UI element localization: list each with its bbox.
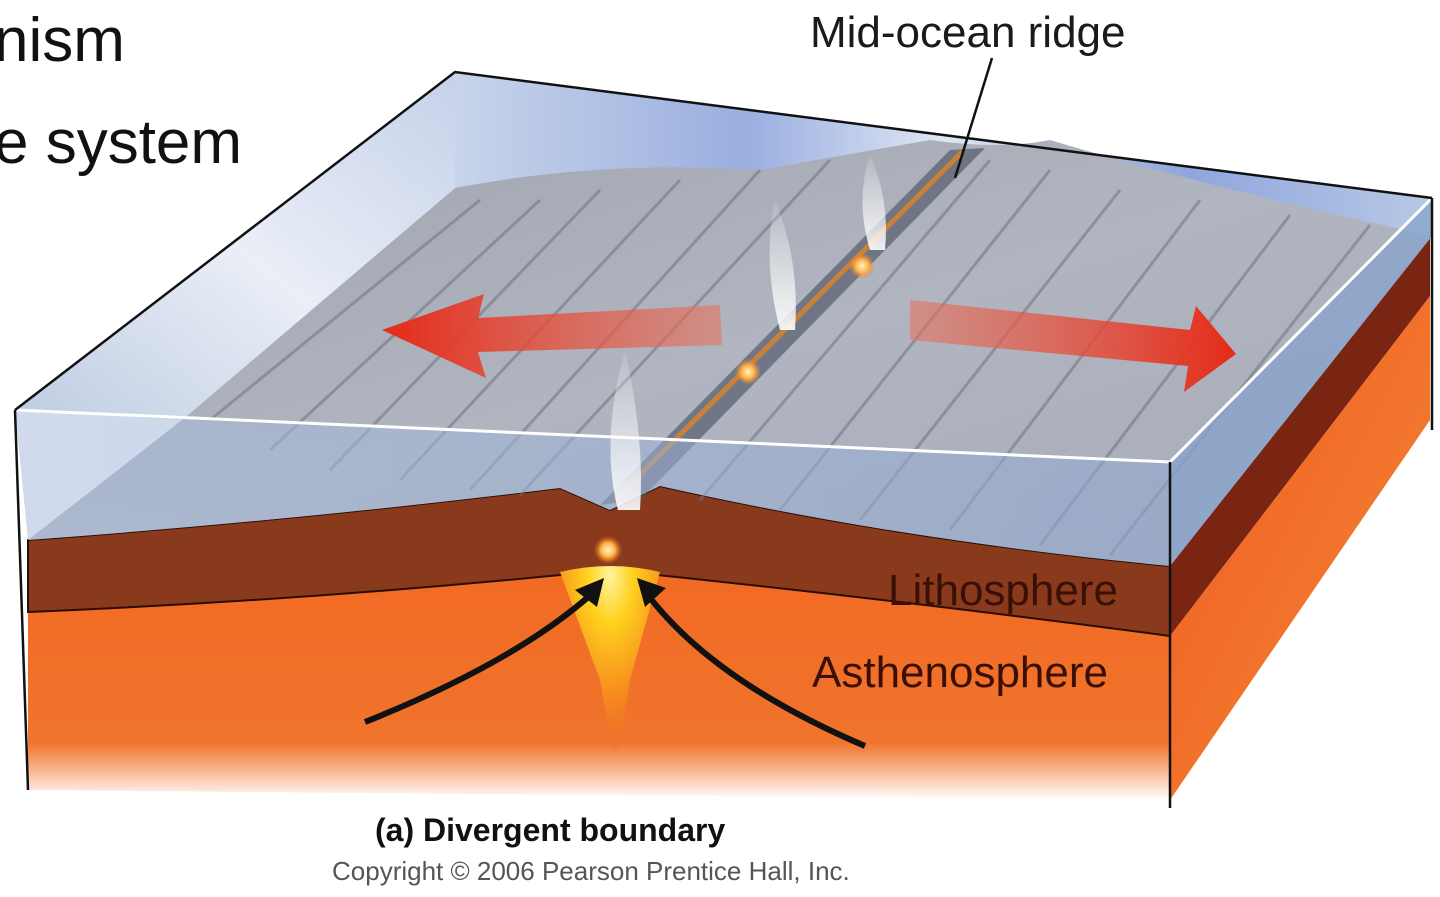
label-mid-ocean-ridge: Mid-ocean ridge	[810, 8, 1126, 57]
ocean-water-right	[1170, 198, 1432, 566]
vent-plume-3	[862, 155, 886, 250]
label-lithosphere: Lithosphere	[888, 566, 1118, 615]
convection-arrows	[363, 587, 867, 749]
spreading-arrow-right	[910, 300, 1236, 392]
slide-title-fragment-1: nism	[0, 6, 125, 75]
magma-plume	[560, 566, 660, 770]
vent-glow-2	[849, 253, 875, 279]
vent-plume-1	[610, 350, 641, 510]
ridge-leader-line	[953, 57, 994, 179]
convection-arrow-left	[363, 587, 599, 725]
convection-arrowhead-left	[575, 578, 604, 607]
convection-arrowhead-right	[637, 578, 666, 607]
vent-plume-2	[769, 200, 796, 330]
vent-glow-1	[735, 359, 761, 385]
block-outline	[13, 70, 1434, 808]
magma-glow	[594, 536, 622, 564]
asthenosphere-side-face	[1170, 296, 1430, 800]
ocean-water-left	[15, 72, 455, 420]
label-asthenosphere: Asthenosphere	[812, 648, 1108, 697]
lithosphere-side-face	[1170, 236, 1430, 636]
asthenosphere-front-face	[28, 570, 1170, 800]
convection-arrow-right	[641, 588, 867, 749]
spreading-arrow-left	[382, 294, 722, 378]
hydrothermal-vent-plumes	[610, 155, 886, 510]
copyright-notice: Copyright © 2006 Pearson Prentice Hall, …	[332, 856, 850, 886]
slide-title-fragment-2: e system	[0, 108, 243, 177]
figure-caption: (a) Divergent boundary	[375, 812, 726, 848]
